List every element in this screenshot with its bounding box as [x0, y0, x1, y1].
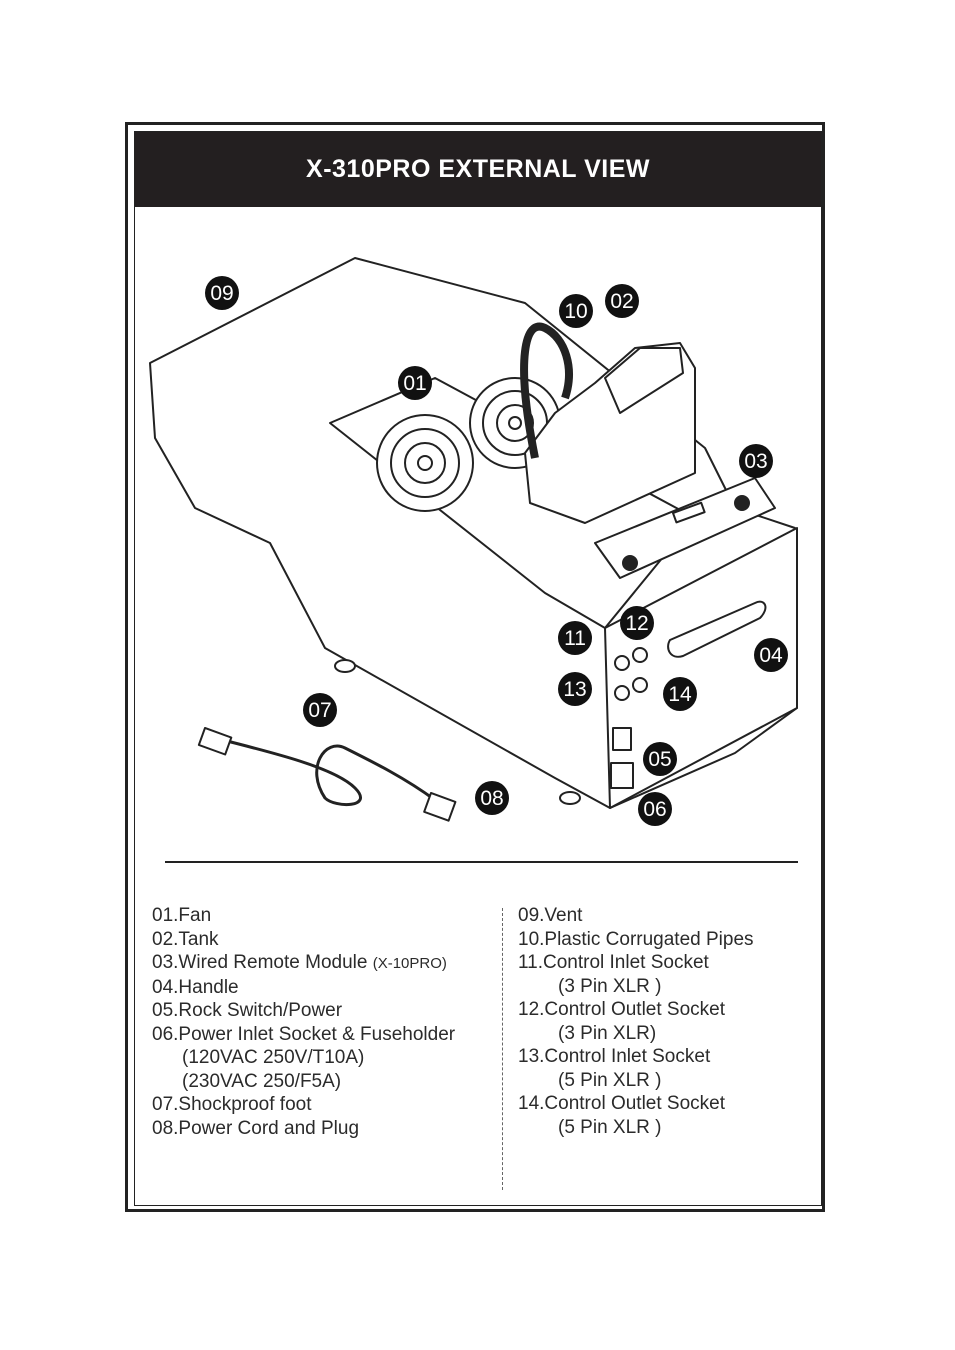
callout-10: 10 [559, 294, 593, 328]
callout-13: 13 [558, 672, 592, 706]
legend-item-07: 07.Shockproof foot [152, 1094, 312, 1115]
callout-05: 05 [643, 742, 677, 776]
legend-item-10: 10.Plastic Corrugated Pipes [518, 928, 754, 950]
front-panel [604, 527, 798, 809]
handle [667, 600, 767, 658]
control-panel [594, 477, 776, 579]
power-plug [197, 727, 233, 756]
callout-markers: 09 10 02 01 03 12 11 04 13 14 07 05 08 0… [205, 276, 788, 826]
callout-08: 08 [475, 781, 509, 815]
callout-02: 02 [605, 284, 639, 318]
callout-12: 12 [620, 606, 654, 640]
callout-01: 01 [398, 366, 432, 400]
svg-text:02: 02 [610, 290, 633, 313]
fan-left [376, 414, 474, 512]
iec-connector [423, 792, 457, 822]
section-divider [165, 861, 798, 863]
svg-text:03: 03 [744, 450, 767, 473]
svg-text:08: 08 [480, 787, 503, 810]
legend-item-02: 02.Tank [152, 928, 219, 950]
svg-text:07: 07 [308, 699, 331, 722]
legend-item-11: 11.Control Inlet Socket [518, 952, 709, 973]
machine-diagram: 09 10 02 01 03 12 11 04 13 14 07 05 08 0… [149, 257, 798, 826]
legend-sub-11: (3 Pin XLR ) [558, 975, 662, 997]
svg-text:09: 09 [210, 282, 233, 305]
svg-text:04: 04 [759, 644, 783, 667]
svg-text:01: 01 [403, 372, 426, 395]
legend-sub-13: (5 Pin XLR ) [558, 1069, 662, 1091]
legend-sub-14: (5 Pin XLR ) [558, 1116, 662, 1138]
legend-item-08: 08.Power Cord and Plug [152, 1117, 360, 1139]
power-cord [214, 736, 436, 807]
callout-09: 09 [205, 276, 239, 310]
svg-text:06: 06 [643, 798, 666, 821]
callout-14: 14 [663, 677, 697, 711]
outer-frame [125, 122, 825, 1212]
legend-item-01: 01.Fan [152, 905, 212, 926]
legend-sub-06b: (230VAC 250/F5A) [182, 1070, 342, 1092]
page-title: X-310PRO EXTERNAL VIEW [306, 155, 650, 183]
legend-item-03: 03.Wired Remote Module (X-10PRO) [152, 952, 447, 973]
legend-left: 01.Fan 02.Tank 03.Wired Remote Module (X… [152, 904, 455, 1140]
svg-text:11: 11 [564, 627, 586, 650]
svg-text:05: 05 [648, 748, 671, 771]
legend-item-09: 09.Vent [518, 905, 583, 926]
legend-sub-06a: (120VAC 250V/T10A) [182, 1047, 365, 1068]
title-bar: X-310PRO EXTERNAL VIEW [135, 132, 821, 207]
inner-frame [134, 131, 822, 1206]
callout-07: 07 [303, 693, 337, 727]
svg-text:10: 10 [564, 300, 587, 323]
legend-item-13: 13.Control Inlet Socket [518, 1046, 711, 1067]
legend-item-06: 06.Power Inlet Socket & Fuseholder [152, 1023, 456, 1045]
power-inlet [610, 762, 634, 789]
legend-item-14: 14.Control Outlet Socket [518, 1093, 725, 1114]
callout-06: 06 [638, 792, 672, 826]
callout-04: 04 [754, 638, 788, 672]
pipe [520, 322, 573, 459]
rock-switch [612, 727, 632, 751]
legend-right: 09.Vent 10.Plastic Corrugated Pipes 11.C… [518, 904, 754, 1139]
callout-03: 03 [739, 444, 773, 478]
svg-text:14: 14 [668, 683, 692, 706]
legend-sub-12: (3 Pin XLR) [558, 1022, 657, 1044]
legend-item-04: 04.Handle [152, 976, 239, 998]
callout-11: 11 [558, 621, 592, 655]
column-divider [502, 908, 503, 1190]
svg-text:12: 12 [625, 612, 648, 635]
svg-text:13: 13 [563, 678, 586, 701]
legend-item-12: 12.Control Outlet Socket [518, 999, 725, 1020]
legend-item-05: 05.Rock Switch/Power [152, 1000, 343, 1021]
